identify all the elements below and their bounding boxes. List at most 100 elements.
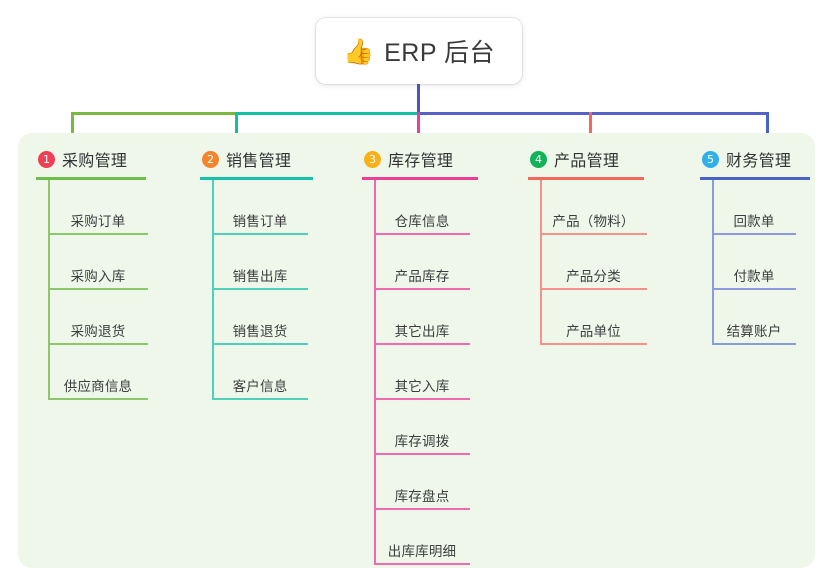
item-label: 库存调拨 (394, 434, 450, 449)
column-header-5[interactable]: 5 财务管理 (700, 146, 810, 172)
item-underline (48, 288, 148, 290)
column-title-4: 产品管理 (554, 153, 620, 170)
column-header-3[interactable]: 3 库存管理 (362, 146, 478, 172)
list-item[interactable]: 采购入库 (48, 235, 148, 290)
column-header-1[interactable]: 1 采购管理 (36, 146, 148, 172)
column-items-3: 仓库信息产品库存其它出库其它入库库存调拨库存盘点出库库明细 (374, 180, 470, 565)
item-underline (374, 343, 470, 345)
item-label: 销售退货 (232, 324, 288, 339)
column-badge-4: 4 (530, 150, 547, 168)
column-title-3: 库存管理 (388, 153, 454, 170)
item-underline (48, 343, 148, 345)
list-item[interactable]: 供应商信息 (48, 345, 148, 400)
item-underline (48, 233, 148, 235)
drop-1 (71, 112, 74, 146)
column-5: 5 财务管理回款单付款单结算账户 (700, 146, 810, 345)
list-item[interactable]: 仓库信息 (374, 180, 470, 235)
list-item[interactable]: 产品单位 (540, 290, 647, 345)
item-label: 仓库信息 (394, 214, 450, 229)
list-item[interactable]: 付款单 (712, 235, 796, 290)
item-underline (212, 288, 308, 290)
diagram-panel (18, 133, 815, 568)
column-items-5: 回款单付款单结算账户 (712, 180, 796, 345)
item-label: 采购退货 (70, 324, 126, 339)
list-item[interactable]: 库存调拨 (374, 400, 470, 455)
column-header-4[interactable]: 4 产品管理 (528, 146, 647, 172)
list-item[interactable]: 产品分类 (540, 235, 647, 290)
column-items-2: 销售订单销售出库销售退货客户信息 (212, 180, 308, 400)
list-item[interactable]: 库存盘点 (374, 455, 470, 510)
item-label: 销售订单 (232, 214, 288, 229)
item-label: 产品库存 (394, 269, 450, 284)
item-underline (374, 233, 470, 235)
item-underline (374, 288, 470, 290)
item-underline (374, 563, 470, 565)
item-label: 出库库明细 (387, 544, 457, 559)
blue-segment (418, 112, 768, 115)
root-title: ERP 后台 (384, 39, 496, 67)
list-item[interactable]: 产品库存 (374, 235, 470, 290)
list-item[interactable]: 销售退货 (212, 290, 308, 345)
column-spine-2 (212, 180, 214, 400)
item-label: 采购订单 (70, 214, 126, 229)
teal-segment (235, 112, 418, 115)
list-item[interactable]: 其它出库 (374, 290, 470, 345)
column-rule-5 (700, 177, 810, 180)
item-label: 客户信息 (232, 379, 288, 394)
column-badge-1: 1 (38, 150, 55, 168)
column-3: 3 库存管理仓库信息产品库存其它出库其它入库库存调拨库存盘点出库库明细 (362, 146, 478, 565)
column-rule-2 (200, 177, 313, 180)
trunk-connector (417, 84, 420, 115)
item-label: 采购入库 (70, 269, 126, 284)
column-rule-4 (528, 177, 644, 180)
column-spine-1 (48, 180, 50, 400)
column-header-2[interactable]: 2 销售管理 (200, 146, 313, 172)
list-item[interactable]: 结算账户 (712, 290, 796, 345)
green-segment (71, 112, 235, 115)
list-item[interactable]: 采购订单 (48, 180, 148, 235)
item-underline (48, 398, 148, 400)
item-underline (540, 288, 647, 290)
column-1: 1 采购管理采购订单采购入库采购退货供应商信息 (36, 146, 148, 400)
list-item[interactable]: 销售出库 (212, 235, 308, 290)
column-title-2: 销售管理 (226, 153, 292, 170)
column-title-1: 采购管理 (62, 153, 128, 170)
item-label: 产品分类 (566, 269, 621, 284)
item-label: 库存盘点 (394, 489, 450, 504)
list-item[interactable]: 销售订单 (212, 180, 308, 235)
list-item[interactable]: 采购退货 (48, 290, 148, 345)
column-spine-4 (540, 180, 542, 345)
column-rule-1 (36, 177, 146, 180)
list-item[interactable]: 客户信息 (212, 345, 308, 400)
item-underline (374, 508, 470, 510)
column-badge-3: 3 (364, 150, 381, 168)
column-badge-2: 2 (202, 150, 219, 168)
item-underline (712, 288, 796, 290)
column-items-1: 采购订单采购入库采购退货供应商信息 (48, 180, 148, 400)
column-badge-5: 5 (702, 150, 719, 168)
column-4: 4 产品管理产品（物料） 产品分类产品单位 (528, 146, 647, 345)
column-2: 2 销售管理销售订单销售出库销售退货客户信息 (200, 146, 313, 400)
item-label: 销售出库 (232, 269, 288, 284)
root-node[interactable]: 👍 ERP 后台 (316, 18, 522, 84)
item-underline (374, 398, 470, 400)
column-rule-3 (362, 177, 478, 180)
item-label: 产品（物料） (552, 214, 635, 229)
item-underline (212, 398, 308, 400)
item-underline (212, 233, 308, 235)
list-item[interactable]: 产品（物料） (540, 180, 647, 235)
list-item[interactable]: 其它入库 (374, 345, 470, 400)
list-item[interactable]: 回款单 (712, 180, 796, 235)
drop-5 (766, 112, 769, 146)
drop-4 (589, 112, 592, 146)
item-label: 其它入库 (394, 379, 450, 394)
list-item[interactable]: 出库库明细 (374, 510, 470, 565)
drop-2 (235, 112, 238, 146)
column-spine-3 (374, 180, 376, 565)
item-underline (212, 343, 308, 345)
item-label: 供应商信息 (63, 379, 133, 394)
item-label: 付款单 (733, 269, 775, 284)
column-spine-5 (712, 180, 714, 345)
column-title-5: 财务管理 (726, 153, 792, 170)
item-label: 结算账户 (726, 324, 782, 339)
